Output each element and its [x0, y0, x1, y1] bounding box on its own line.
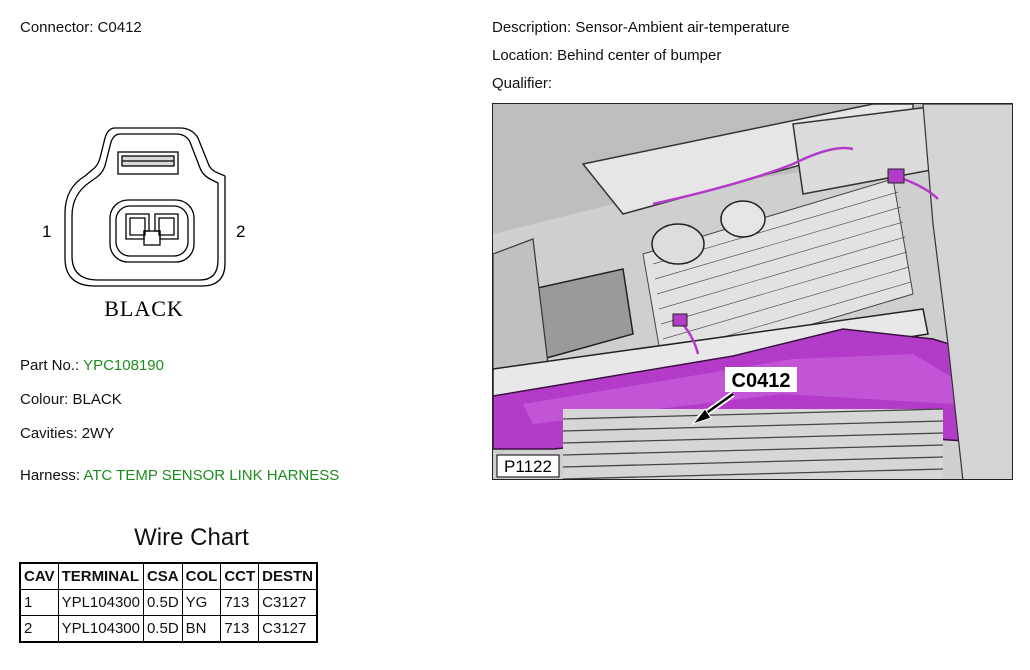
part-no-value[interactable]: YPC108190: [83, 357, 164, 374]
pin-label-right: 2: [236, 222, 245, 241]
cell-csa: 0.5D: [142, 589, 183, 616]
description-label: Description:: [492, 19, 572, 36]
header-terminal: TERMINAL: [57, 563, 144, 590]
connector-id: C0412: [97, 19, 142, 36]
wire-chart-header-row: CAV TERMINAL CSA COL CCT DESTN: [20, 563, 317, 590]
colour-label: Colour:: [20, 391, 69, 408]
photo-callout-label: C0412: [732, 370, 791, 392]
header-col: COL: [181, 563, 222, 590]
location-label: Location:: [492, 47, 553, 64]
photo-reference-label: P1122: [504, 457, 552, 476]
colour-line: Colour: BLACK: [20, 391, 122, 408]
connector-color-text: BLACK: [104, 296, 184, 321]
cell-cav: 1: [20, 589, 59, 616]
cavities-line: Cavities: 2WY: [20, 425, 114, 442]
location-photo: C0412 P1122: [492, 103, 1013, 480]
harness-line: Harness: ATC TEMP SENSOR LINK HARNESS: [20, 467, 339, 484]
harness-label: Harness:: [20, 467, 81, 484]
location-line: Location: Behind center of bumper: [492, 47, 721, 64]
header-cav: CAV: [20, 563, 59, 590]
cell-destn: C3127: [258, 615, 317, 642]
table-row: 1 YPL104300 0.5D YG 713 C3127: [20, 589, 317, 616]
wire-chart-title: Wire Chart: [134, 524, 249, 551]
location-photo-illustration: C0412 P1122: [493, 104, 1012, 479]
cell-cct: 713: [220, 615, 260, 642]
header-cct: CCT: [220, 563, 260, 590]
cell-cav: 2: [20, 615, 59, 642]
connector-heading: Connector: C0412: [20, 19, 142, 36]
header-destn: DESTN: [258, 563, 317, 590]
connector-face-diagram: 1 2 BLACK: [42, 127, 245, 321]
harness-value[interactable]: ATC TEMP SENSOR LINK HARNESS: [83, 467, 340, 484]
cell-cct: 713: [220, 589, 260, 616]
callout-arrow: [691, 391, 735, 426]
cavities-label: Cavities:: [20, 425, 78, 442]
cell-csa: 0.5D: [142, 615, 183, 642]
description-value: Sensor-Ambient air-temperature: [575, 19, 790, 36]
part-no-line: Part No.: YPC108190: [20, 357, 164, 374]
cell-terminal: YPL104300: [57, 615, 144, 642]
table-row: 2 YPL104300 0.5D BN 713 C3127: [20, 615, 317, 642]
header-csa: CSA: [142, 563, 183, 590]
qualifier-line: Qualifier:: [492, 75, 552, 92]
connector-label: Connector:: [20, 19, 94, 36]
description-line: Description: Sensor-Ambient air-temperat…: [492, 19, 790, 36]
cell-col: BN: [181, 615, 222, 642]
location-value: Behind center of bumper: [557, 47, 722, 64]
cell-terminal: YPL104300: [57, 589, 144, 616]
cell-destn: C3127: [258, 589, 317, 616]
connector-outline: [64, 127, 226, 287]
wire-chart-table: CAV TERMINAL CSA COL CCT DESTN 1 YPL1043…: [19, 562, 318, 643]
cell-col: YG: [181, 589, 222, 616]
part-no-label: Part No.:: [20, 357, 80, 374]
colour-value: BLACK: [72, 391, 122, 408]
pin-label-left: 1: [42, 222, 51, 241]
cavities-value: 2WY: [81, 425, 115, 442]
qualifier-label: Qualifier:: [492, 75, 553, 92]
